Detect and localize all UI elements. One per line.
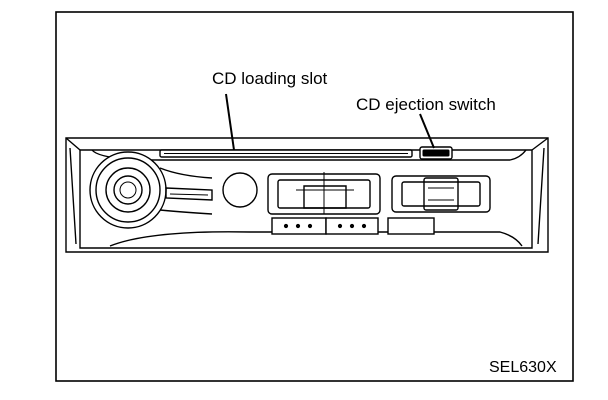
leader-line-cd-ejection-switch: [419, 113, 435, 149]
cd-ejection-switch: [419, 146, 453, 160]
figure-code: SEL630X: [489, 359, 557, 376]
label-cd-loading-slot: CD loading slot: [212, 69, 328, 88]
label-cd-ejection-switch: CD ejection switch: [356, 95, 496, 114]
cd-loading-slot: [159, 149, 413, 158]
leader-line-cd-loading-slot: [225, 93, 235, 151]
preset-buttons: [271, 217, 435, 235]
tune-lever: [159, 167, 213, 215]
volume-knob: [89, 151, 167, 229]
display-window: [267, 172, 381, 215]
round-button: [222, 172, 258, 208]
rocker-button: [391, 175, 491, 213]
